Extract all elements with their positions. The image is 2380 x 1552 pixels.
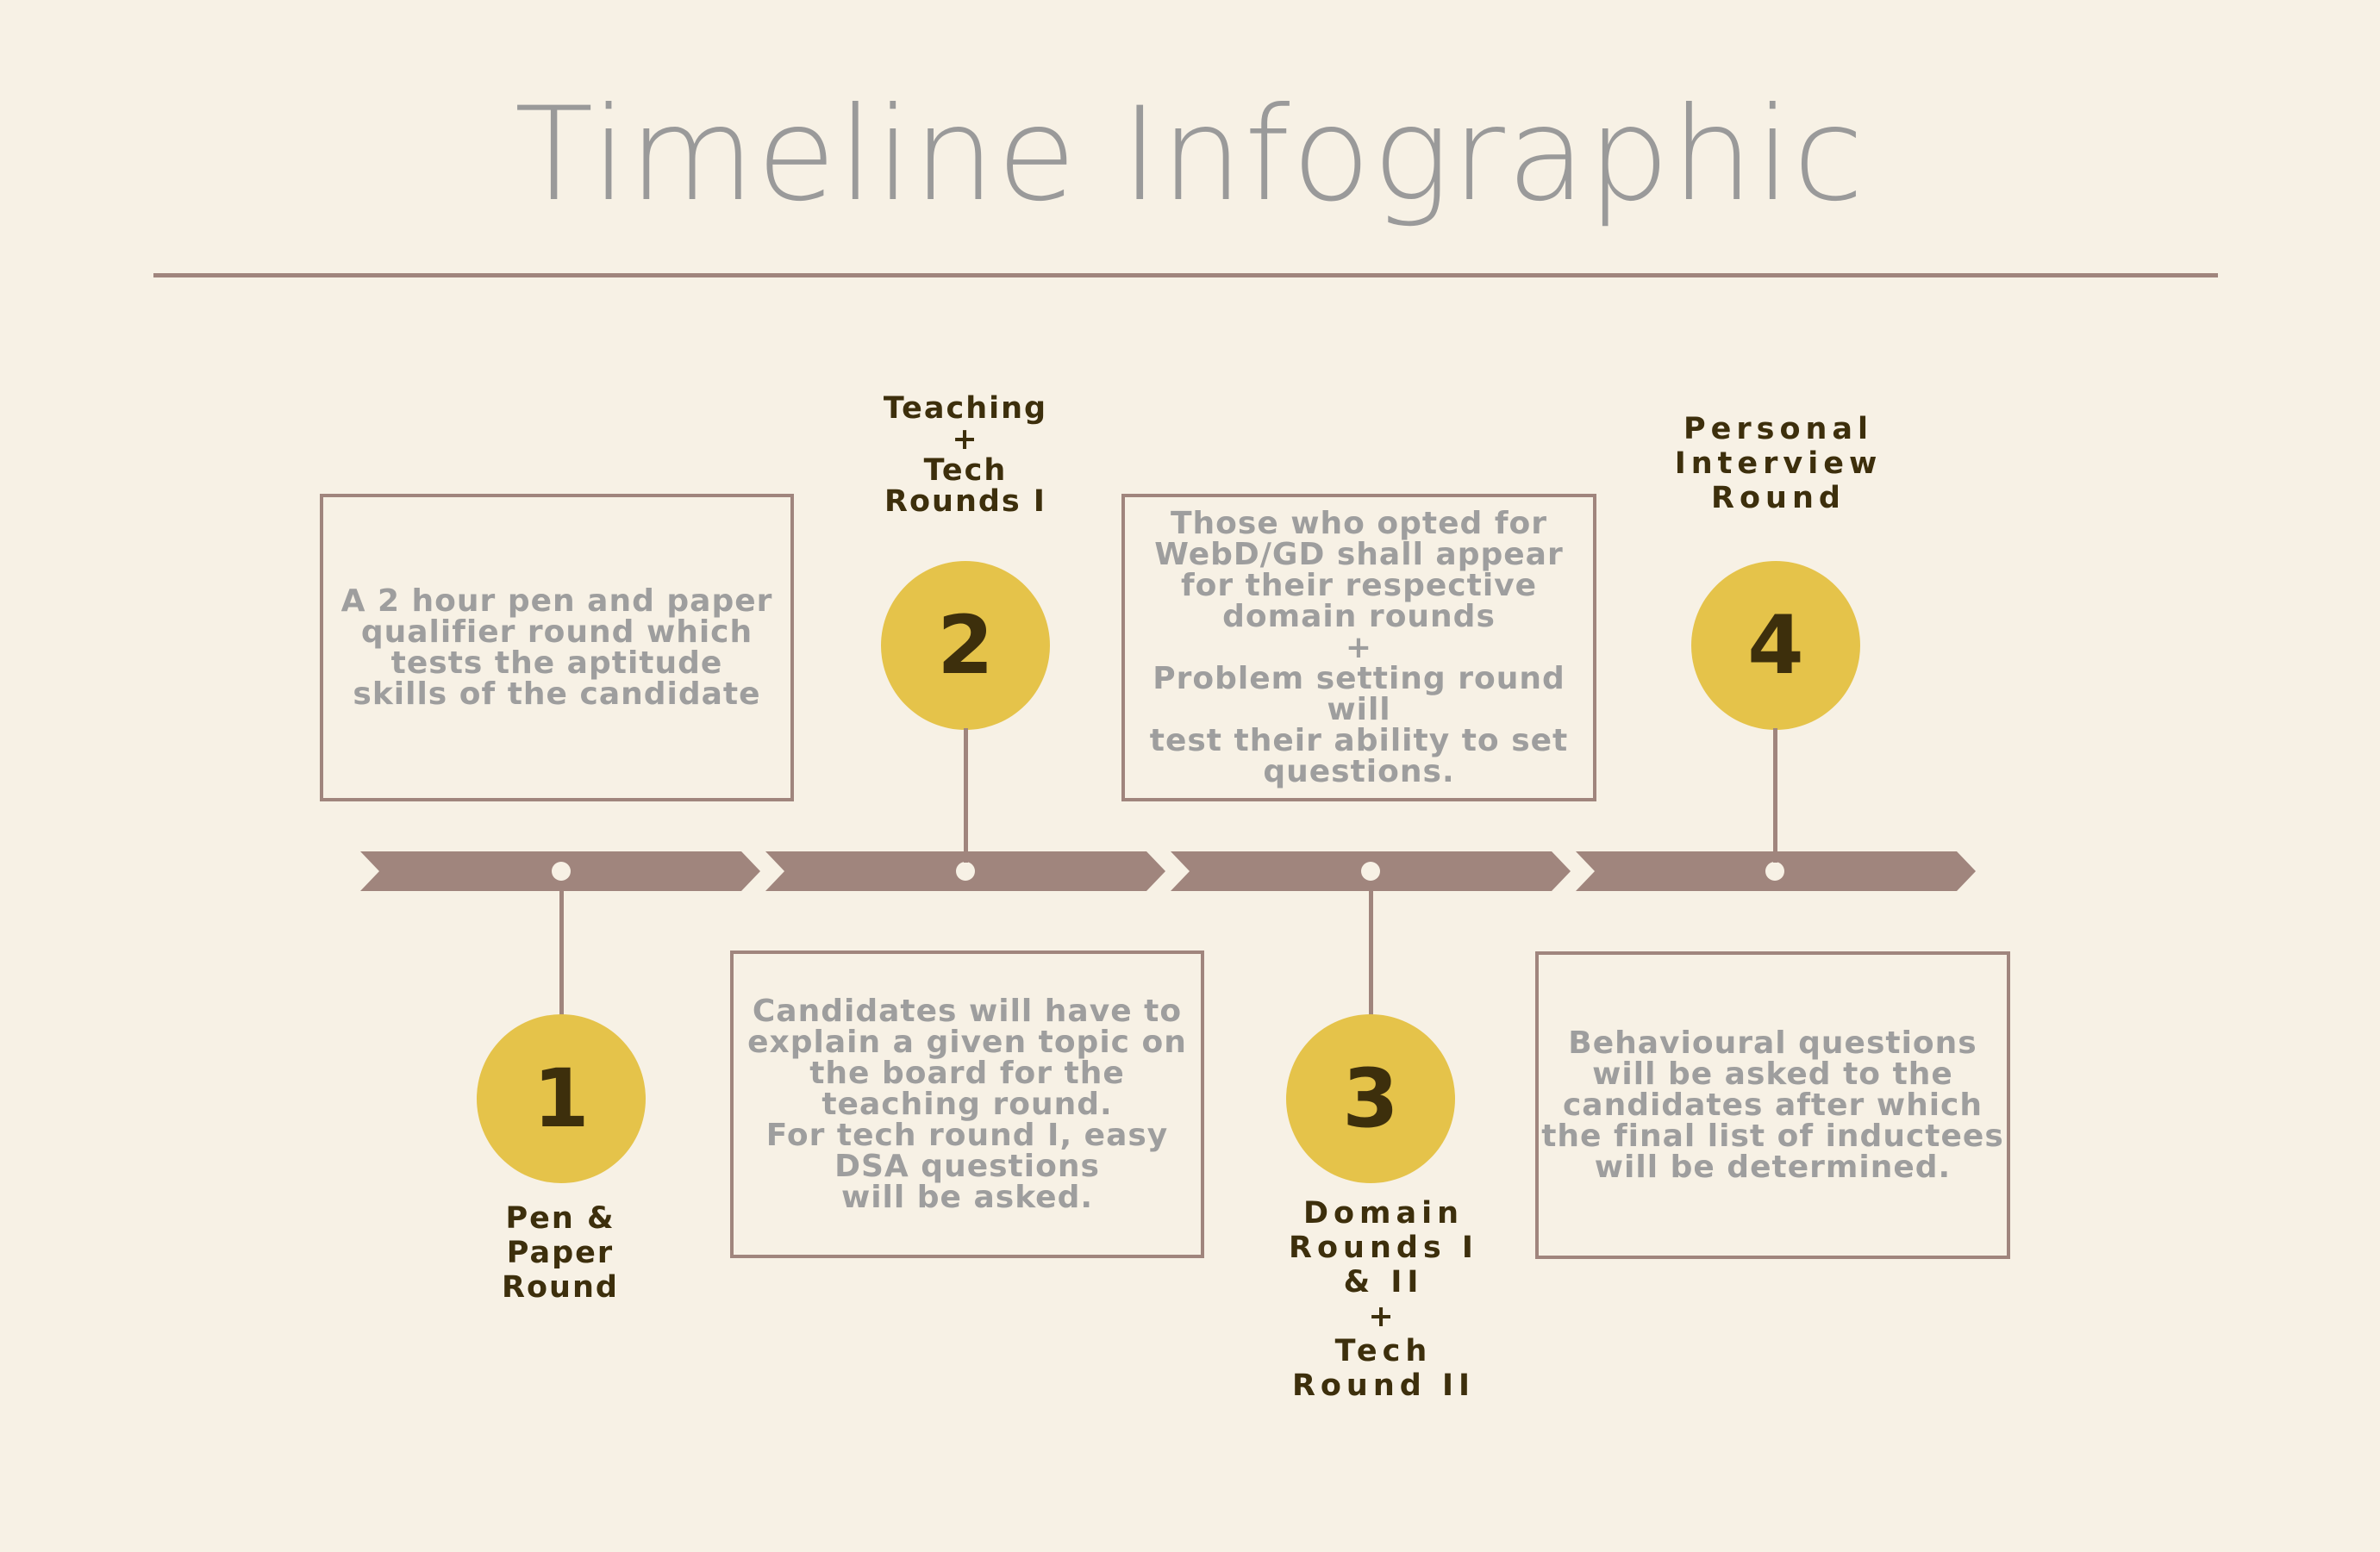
step-1-marker: 1 [477,1014,646,1183]
step-3-connector [1369,881,1373,1019]
page-title: Timeline Infographic [514,80,1866,230]
step-4-number: 4 [1747,598,1804,693]
step-1-number: 1 [533,1051,590,1146]
step-4-connector [1773,728,1777,863]
step-3-number: 3 [1342,1051,1399,1146]
step-1-description: A 2 hour pen and paper qualifier round w… [340,583,773,712]
step-2-connector [964,728,968,863]
step-4-label: Personal Interview Round [1674,412,1883,515]
timeline-dot-2 [956,862,975,881]
step-2-number: 2 [937,598,994,693]
timeline-dot-4 [1765,862,1784,881]
step-4-description: Behavioural questions will be asked to t… [1541,1025,2004,1185]
step-4-marker: 4 [1691,561,1860,730]
step-3-label: Domain Rounds I & II + Tech Round II [1289,1196,1478,1403]
step-3-description: Those who opted for WebD/GD shall appear… [1149,505,1569,789]
step-3-marker: 3 [1286,1014,1455,1183]
step-2-marker: 2 [881,561,1050,730]
title-divider [153,273,2218,277]
step-1-connector [559,881,564,1019]
step-3-description-box: Those who opted for WebD/GD shall appear… [1121,494,1596,801]
step-2-description-box: Candidates will have to explain a given … [730,951,1204,1258]
step-2-label: Teaching + Tech Rounds I [883,391,1048,519]
step-1-description-box: A 2 hour pen and paper qualifier round w… [320,494,794,801]
timeline-dot-3 [1361,862,1380,881]
step-4-description-box: Behavioural questions will be asked to t… [1535,951,2010,1259]
step-2-description: Candidates will have to explain a given … [747,993,1187,1215]
step-1-label: Pen & Paper Round [502,1201,619,1305]
timeline-dot-1 [552,862,571,881]
